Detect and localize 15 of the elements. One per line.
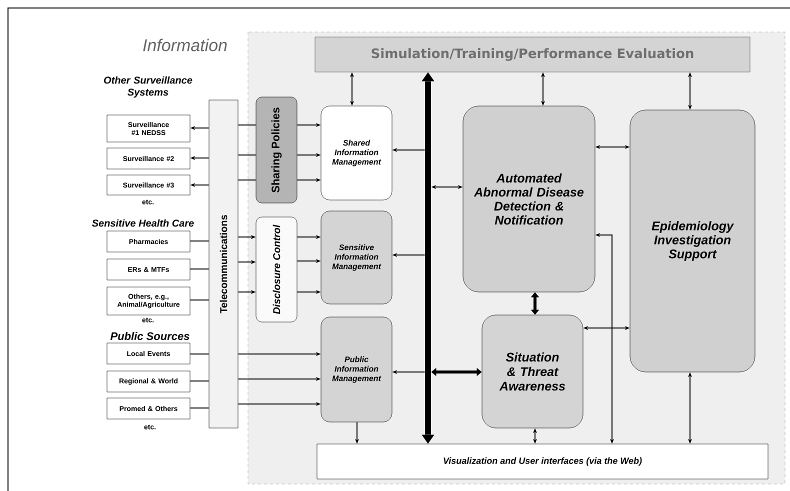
- process-box: Shared Information Management: [320, 106, 392, 200]
- heading: Information: [143, 38, 227, 52]
- process-box: Sensitive Information Management: [320, 210, 392, 304]
- process-box: Automated Abnormal Disease Detection & Notification: [462, 106, 596, 292]
- group-heading: Public Sources: [110, 332, 190, 340]
- policy-box: Disclosure Control: [256, 216, 298, 322]
- process-box: Public Information Management: [320, 316, 392, 422]
- telecom-bar: Telecommunications: [208, 100, 238, 428]
- interface-bar: Visualization and User interfaces (via the Web): [316, 444, 768, 480]
- group-heading: Sensitive Health Care: [92, 219, 194, 227]
- process-bar: Simulation/Training/Performance Evaluation: [314, 36, 750, 72]
- process-box: Epidemiology Investigation Support: [630, 110, 756, 372]
- policy-box: Sharing Policies: [256, 96, 298, 204]
- process-box: Situation & Threat Awareness: [482, 314, 584, 428]
- group-heading: Other Surveillance Systems: [104, 76, 192, 98]
